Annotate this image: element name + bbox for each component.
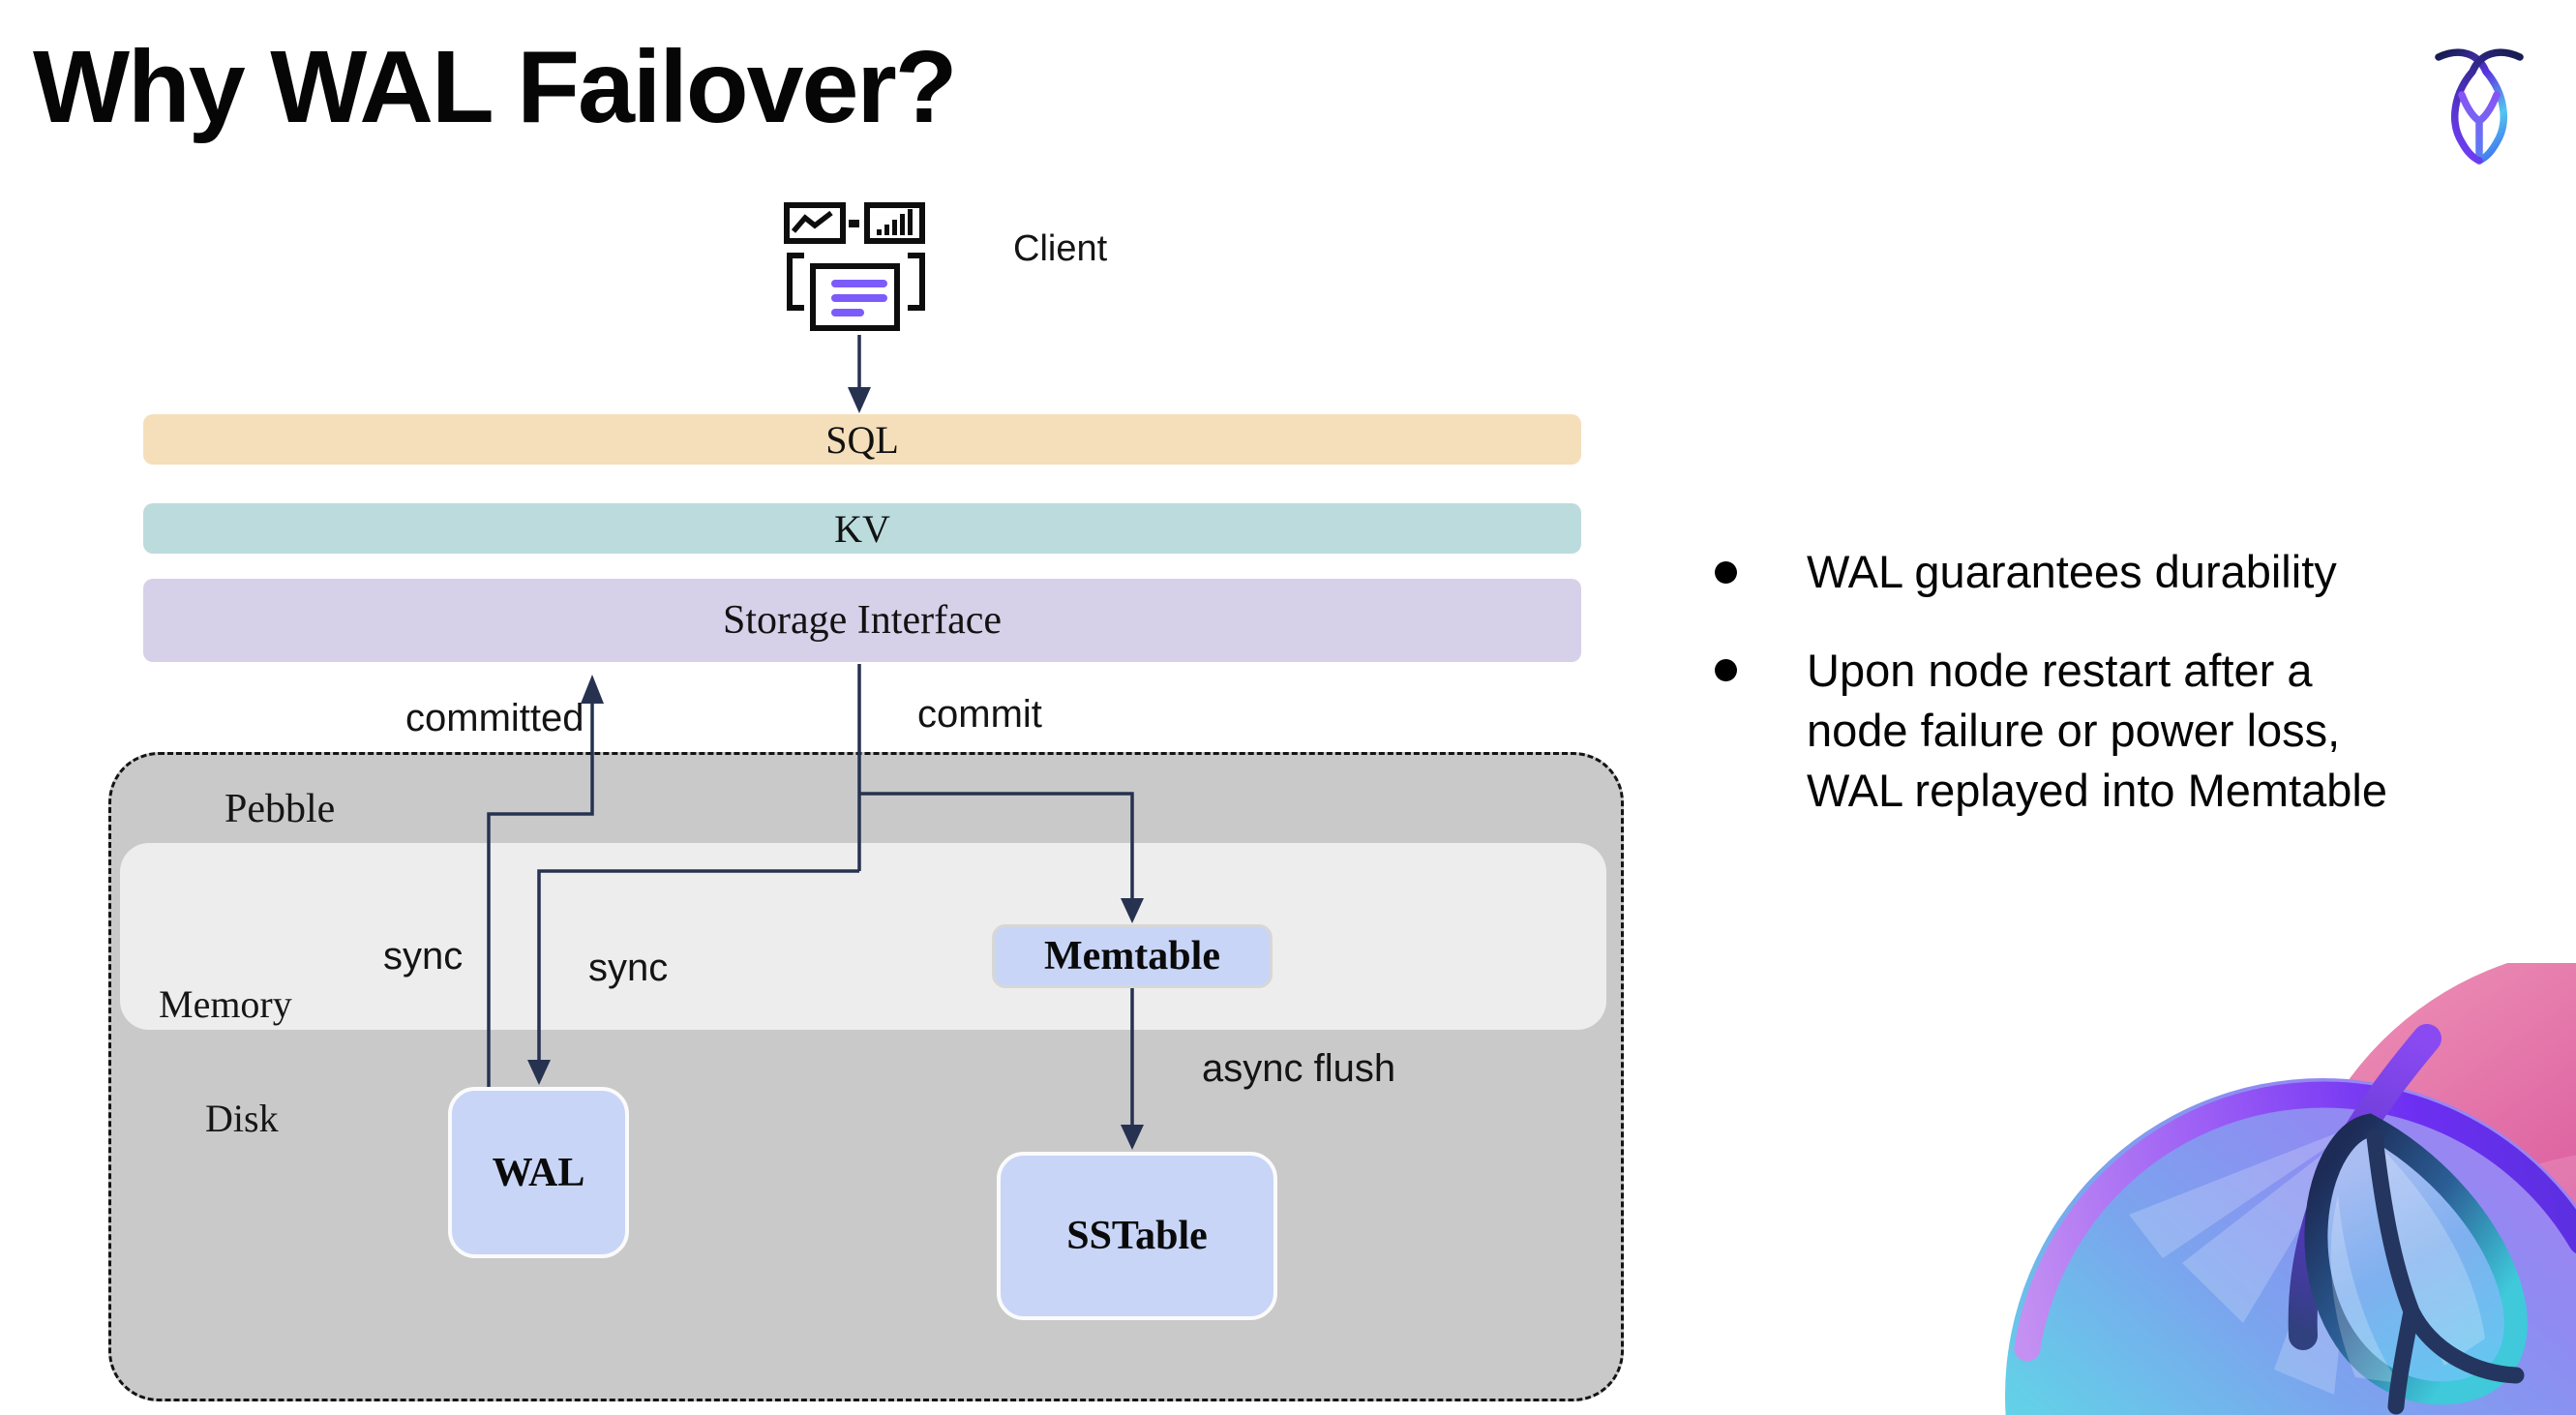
wal-node-label: WAL <box>492 1150 585 1195</box>
pebble-label: Pebble <box>225 787 336 831</box>
dash-connector <box>849 220 859 227</box>
document-icon <box>810 263 900 331</box>
layer-kv: KV <box>143 503 1581 554</box>
bullet-line: Upon node restart after a <box>1807 645 2313 696</box>
bullet-dot <box>1715 659 1737 681</box>
right-bracket-icon <box>908 253 925 311</box>
brand-art-graphic <box>2005 963 2576 1415</box>
wal-node: WAL <box>448 1087 629 1258</box>
sync-left-label: sync <box>383 935 464 978</box>
cockroachdb-logo-icon <box>2435 48 2524 165</box>
memtable-node: Memtable <box>992 924 1273 988</box>
bullet-line: node failure or power loss, <box>1807 705 2341 756</box>
layer-kv-label: KV <box>834 506 890 551</box>
bullet-text: WAL guarantees durability <box>1807 546 2337 597</box>
client-label: Client <box>1013 228 1108 269</box>
commit-label: commit <box>917 693 1042 736</box>
page-title: Why WAL Failover? <box>33 30 957 144</box>
layer-sql-label: SQL <box>825 417 899 462</box>
sstable-node-label: SSTable <box>1066 1214 1208 1258</box>
memory-band <box>120 843 1606 1030</box>
committed-label: committed <box>405 697 584 739</box>
async-flush-label: async flush <box>1202 1047 1396 1090</box>
sstable-node: SSTable <box>997 1152 1277 1320</box>
disk-label: Disk <box>205 1097 279 1140</box>
layer-storage-interface: Storage Interface <box>143 579 1581 662</box>
memory-label: Memory <box>159 982 292 1026</box>
client-workstation-icon <box>784 199 929 335</box>
line-chart-icon <box>784 202 846 244</box>
bar-chart-icon <box>864 202 925 244</box>
sync-right-label: sync <box>588 947 669 989</box>
memtable-node-label: Memtable <box>1044 934 1220 978</box>
layer-storage-label: Storage Interface <box>723 598 1002 643</box>
bullet-dot <box>1715 561 1737 584</box>
bullet-text: Upon node restart after a node failure o… <box>1807 641 2387 821</box>
bullet-line: WAL replayed into Memtable <box>1807 765 2387 816</box>
left-bracket-icon <box>787 253 804 311</box>
layer-sql: SQL <box>143 414 1581 465</box>
